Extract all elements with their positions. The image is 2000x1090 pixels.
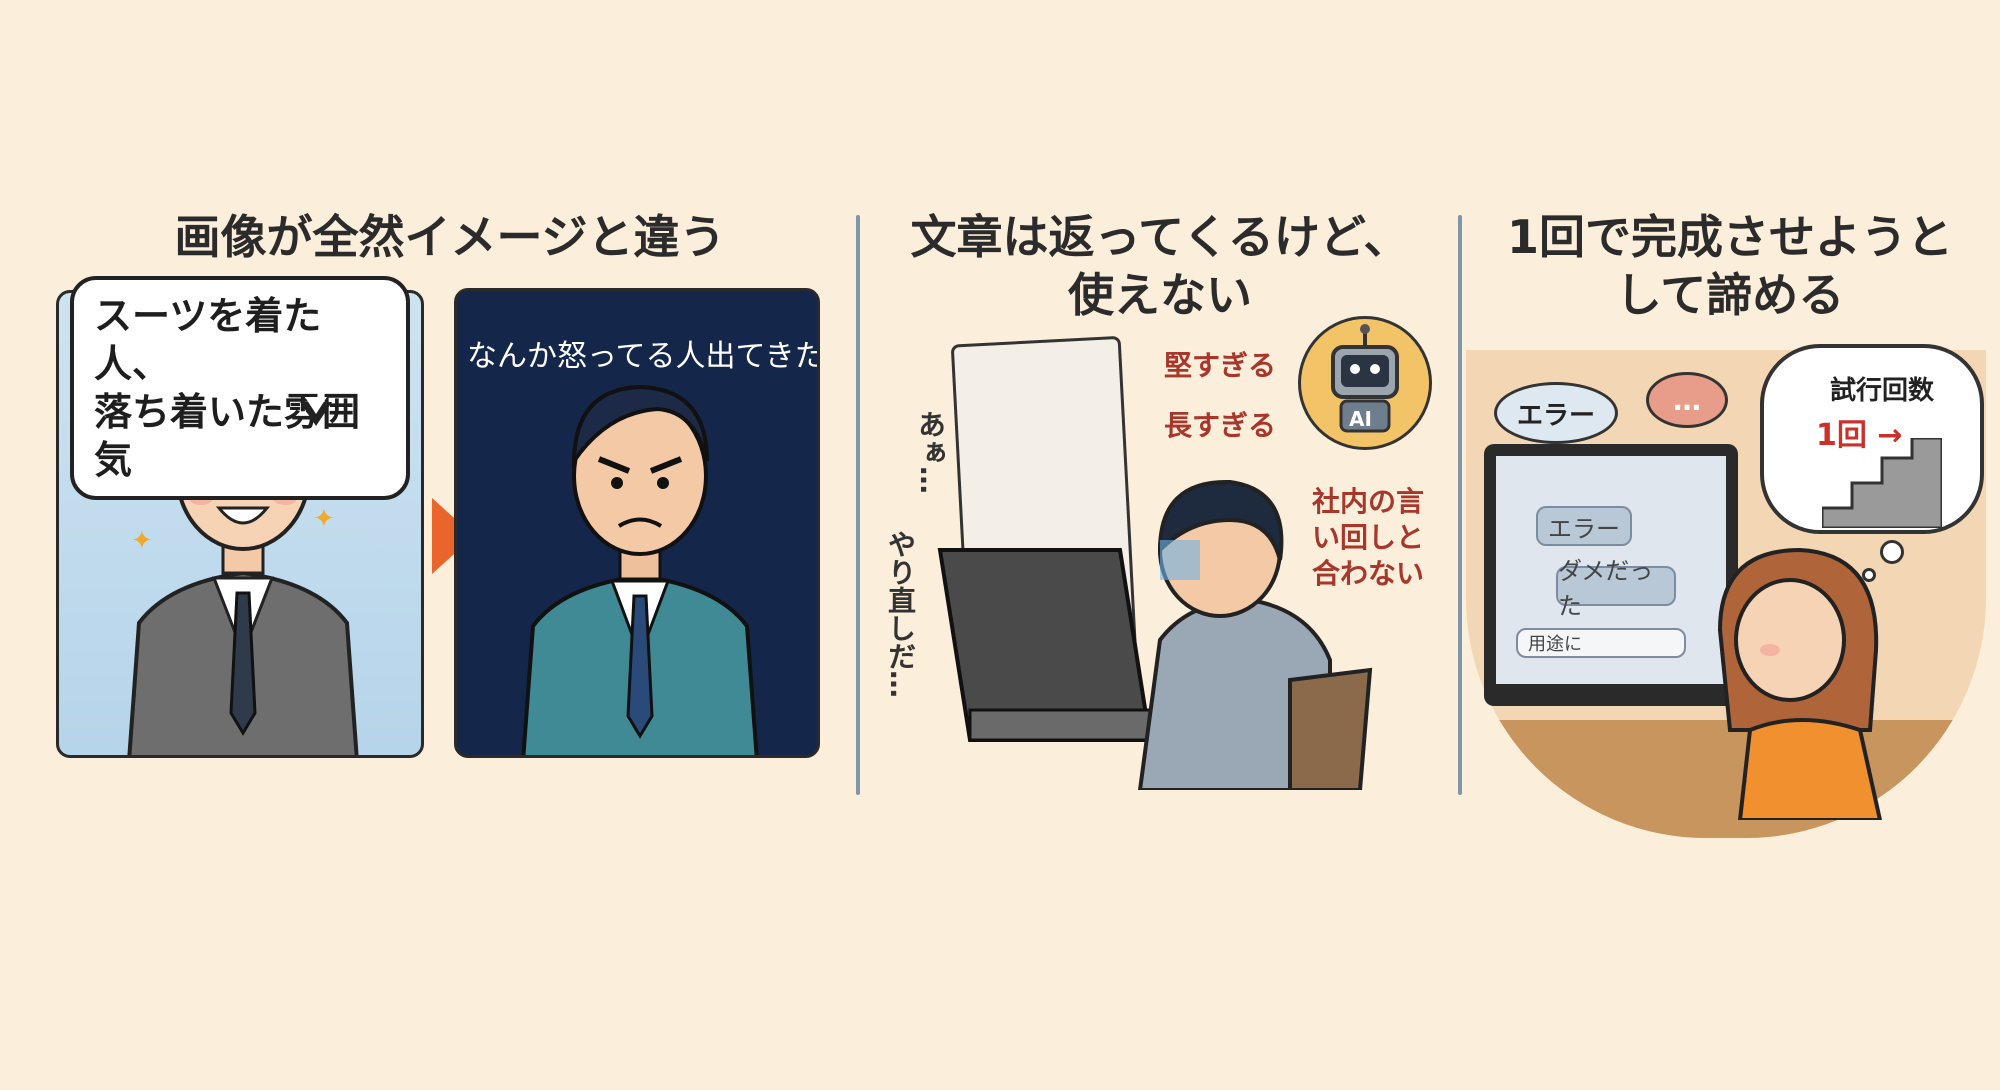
stairs-icon bbox=[1822, 438, 1942, 528]
dots-bubble-text: … bbox=[1673, 383, 1701, 417]
mismatch-line2: い回しと bbox=[1312, 521, 1425, 554]
mismatch-line3: 合わない bbox=[1312, 557, 1425, 590]
panel3-title: 1回で完成させようと して諦める bbox=[1480, 208, 1980, 324]
error-bubble-text: エラー bbox=[1516, 400, 1595, 431]
robot-icon bbox=[1331, 324, 1399, 433]
ai-label: AI bbox=[1349, 407, 1372, 431]
sigh-text: あぁ… bbox=[914, 410, 947, 494]
panel3-title-line1: 1回で完成させようと bbox=[1506, 210, 1953, 264]
thought-dot bbox=[1862, 568, 1876, 582]
stressed-man-illustration bbox=[1137, 479, 1373, 790]
attempt-count-value: 1回 → bbox=[1816, 418, 1903, 453]
panel-divider bbox=[1458, 215, 1462, 795]
mismatch-line1: 社内の言 bbox=[1312, 485, 1425, 518]
thought-cloud: 試行回数 1回 → bbox=[1760, 344, 1984, 534]
dots-speech-bubble: … bbox=[1646, 372, 1728, 428]
label-stiff: 堅すぎる bbox=[1164, 349, 1277, 382]
error-speech-bubble: エラー bbox=[1494, 382, 1618, 444]
request-line2: 落ち着いた雰囲気 bbox=[94, 390, 361, 482]
desk bbox=[1466, 720, 1986, 838]
screen-input-field: 用途に bbox=[1516, 628, 1686, 658]
computer-monitor: エラー ダメだった 用途に bbox=[1484, 444, 1738, 706]
thinking-woman-illustration bbox=[1717, 547, 1883, 820]
panel2-title-line1: 文章は返ってくるけど、 bbox=[910, 210, 1410, 264]
request-line1: スーツを着た人、 bbox=[94, 294, 322, 386]
monitor-screen: エラー ダメだった 用途に bbox=[1496, 456, 1726, 684]
request-speech-bubble: スーツを着た人、 落ち着いた雰囲気 bbox=[70, 276, 410, 500]
panel3-title-line2: して諦める bbox=[1615, 268, 1845, 322]
screen-message-failed: ダメだった bbox=[1556, 557, 1676, 620]
result-card: なんか怒ってる人出てきた bbox=[454, 288, 820, 758]
screen-message-error: エラー bbox=[1536, 506, 1632, 546]
ai-robot-icon: AI bbox=[1298, 316, 1432, 450]
redo-text: やり直しだ… bbox=[884, 530, 917, 698]
panel2-title: 文章は返ってくるけど、 使えない bbox=[880, 208, 1440, 324]
label-mismatch: 社内の言 い回しと 合わない bbox=[1312, 484, 1424, 592]
sparkle-icon: ✦ bbox=[313, 504, 335, 534]
label-long: 長すぎる bbox=[1164, 409, 1277, 442]
bubble-tail-inner bbox=[305, 397, 327, 414]
panel2-title-line2: 使えない bbox=[1068, 268, 1252, 322]
sparkle-icon: ✦ bbox=[131, 526, 153, 556]
attempt-count-title: 試行回数 bbox=[1830, 376, 1935, 406]
angry-businessman-illustration bbox=[521, 384, 759, 755]
thought-dot bbox=[1880, 540, 1904, 564]
panel-divider bbox=[856, 215, 860, 795]
result-caption: なんか怒ってる人出てきた bbox=[467, 339, 820, 374]
panel1-title: 画像が全然イメージと違う bbox=[174, 210, 726, 264]
